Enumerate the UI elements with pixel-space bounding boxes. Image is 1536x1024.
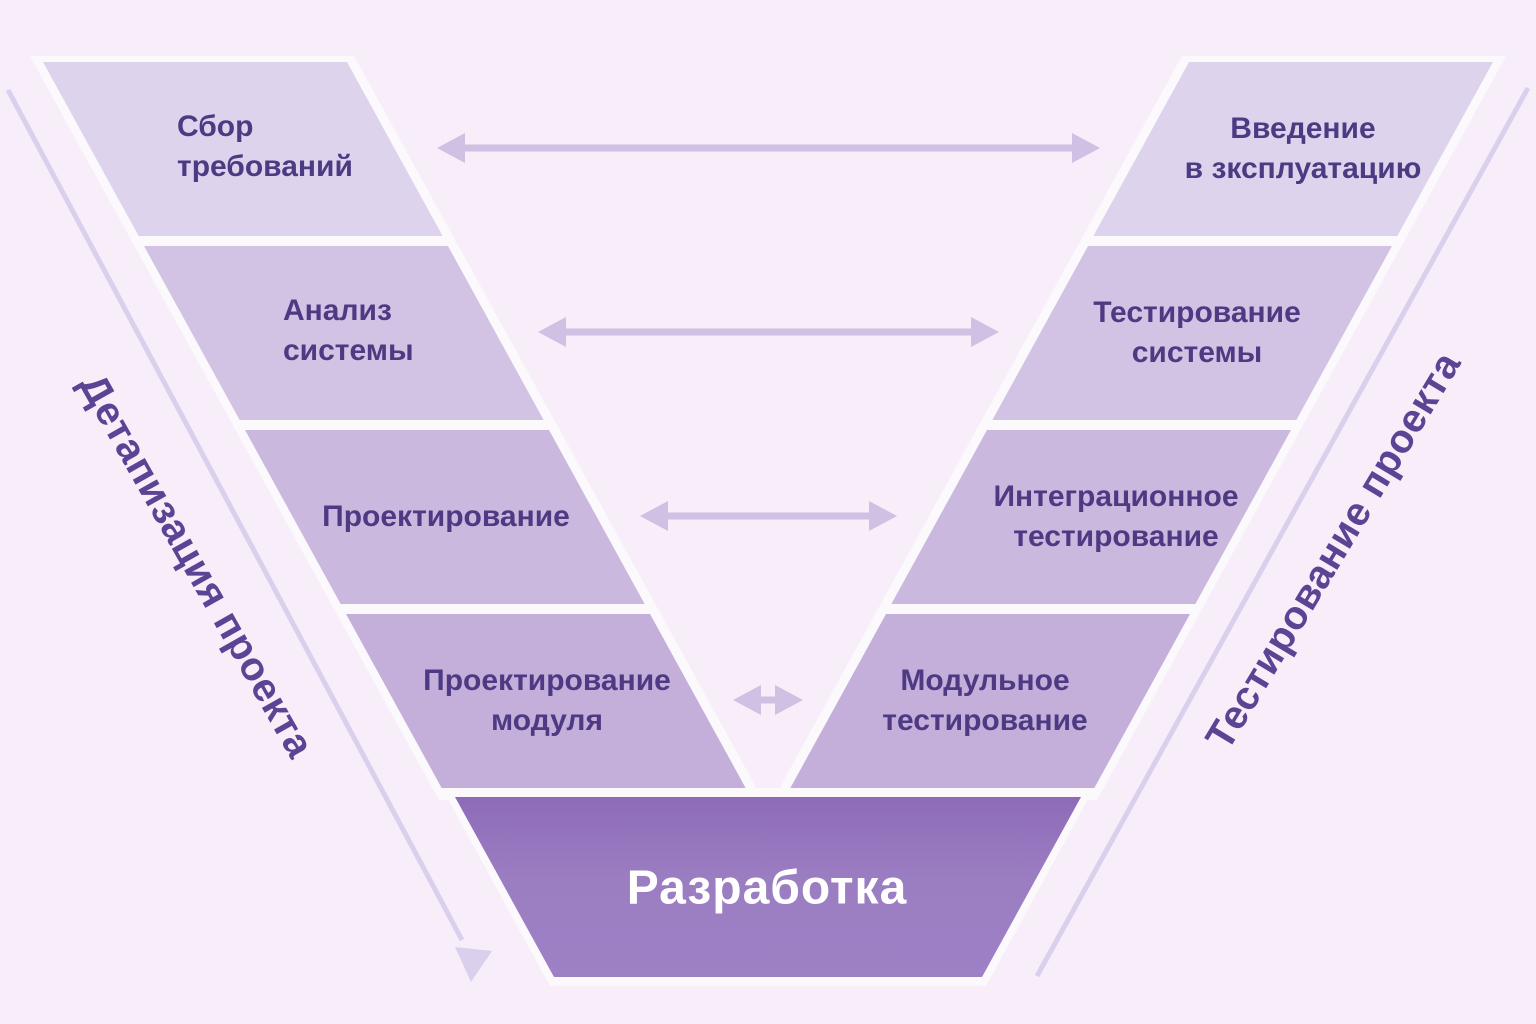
left-arrowhead-icon (640, 501, 668, 531)
label-requirements-gathering: Сбор требований (177, 110, 353, 183)
label-module-design: Проектирование модуля (423, 664, 671, 737)
double-arrow-row1 (437, 133, 1100, 163)
left-arrowhead-icon (538, 317, 566, 347)
double-arrow-row2 (538, 317, 999, 347)
down-arrowhead-icon (455, 947, 492, 982)
right-arrowhead-icon (775, 685, 803, 715)
label-design: Проектирование (322, 500, 570, 533)
label-system-analysis: Анализ системы (283, 294, 414, 367)
left-arrowhead-icon (733, 685, 761, 715)
label-deployment: Введение в зксплуатацию (1184, 112, 1422, 185)
double-arrow-row3 (640, 501, 897, 531)
right-arrowhead-icon (1072, 133, 1100, 163)
label-development: Разработка (626, 861, 908, 915)
label-unit-testing: Модульное тестирование (882, 664, 1088, 737)
label-system-testing: Тестирование системы (1093, 296, 1301, 369)
right-arrowhead-icon (869, 501, 897, 531)
right-arrowhead-icon (971, 317, 999, 347)
double-arrow-row4 (733, 685, 803, 715)
box-development (455, 797, 1081, 977)
left-arrowhead-icon (437, 133, 465, 163)
label-integration-testing: Интеграционное тестирование (993, 480, 1239, 553)
